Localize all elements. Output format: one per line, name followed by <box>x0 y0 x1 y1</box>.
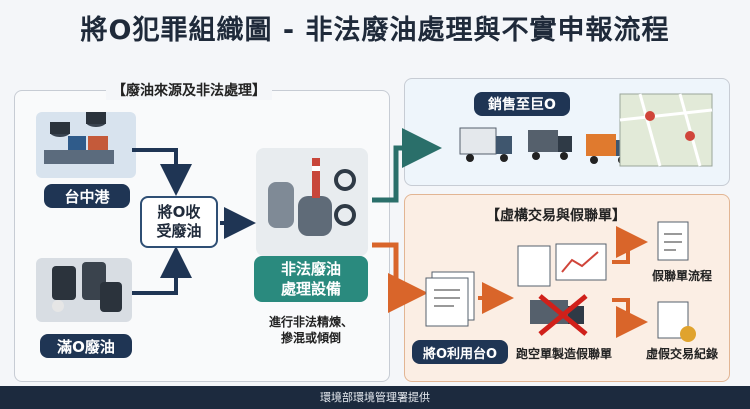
arrow-facility-to-fake-trade <box>372 242 428 313</box>
fake-trade-record-label: 虛假交易紀錄 <box>645 347 718 361</box>
footer-credit: 環境部環境管理署提供 <box>0 386 750 409</box>
left-panel-label: 【廢油來源及非法處理】 <box>106 80 272 100</box>
waste-barrels-illustration <box>36 258 132 322</box>
port-ship-illustration <box>36 112 136 178</box>
map-illustration <box>619 93 713 167</box>
arrow-port-to-collect <box>132 148 192 196</box>
manifest-doc-icon <box>657 221 689 261</box>
arrow-facility-to-sales <box>372 128 442 203</box>
taichung-port-box: 台中港 <box>44 184 130 208</box>
empty-manifest-label: 跑空單製造假聯單 <box>515 347 612 361</box>
refinery-icon <box>256 148 368 256</box>
trucks-illustration <box>459 127 630 164</box>
fake-manifest-flow-label: 假聯單流程 <box>651 269 712 283</box>
arrow-to-fake-manifest-flow <box>612 226 648 264</box>
fake-panel-label: 【虛構交易與假聯單】 <box>480 205 632 225</box>
refining-note: 進行非法精煉、 摻混或傾倒 <box>268 315 353 345</box>
illegal-facility-box: 非法廢油 處理設備 <box>254 256 368 302</box>
trade-record-doc-icon <box>657 301 696 342</box>
crossed-truck-icon <box>530 294 588 336</box>
reuse-company-box: 將O利用台O <box>412 340 508 364</box>
manifest-monitor-icon <box>517 243 607 287</box>
arrow-oil-to-collect <box>132 246 192 295</box>
waste-oil-source-box: 滿O廢油 <box>40 334 132 358</box>
collect-oil-box: 將O收 受廢油 <box>140 196 218 248</box>
arrow-to-fake-trade-record <box>612 298 648 338</box>
sold-to-label: 銷售至巨O <box>474 92 570 116</box>
page-title: 將O犯罪組織圖 - 非法廢油處理與不實申報流程 <box>80 15 670 46</box>
documents-icon <box>425 271 475 327</box>
